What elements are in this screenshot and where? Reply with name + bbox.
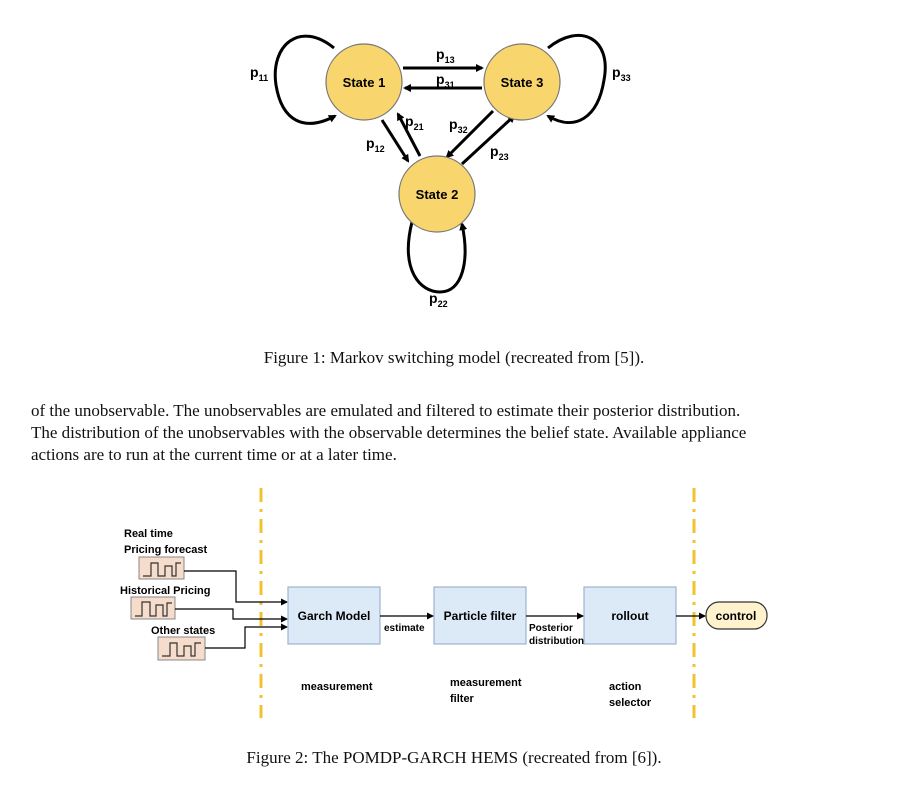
particle-filter-label: Particle filter	[444, 609, 517, 623]
edge-label-posterior-2: distribution	[529, 636, 584, 647]
edge-label-posterior-1: Posterior	[529, 623, 573, 634]
connector-historical	[175, 608, 288, 623]
connector-realtime	[184, 570, 288, 606]
label-p23: p23	[490, 143, 509, 162]
label-p31: p31	[436, 71, 455, 90]
label-p13: p13	[436, 46, 455, 65]
state-2-label: State 2	[416, 187, 459, 202]
stage-action-line2: selector	[609, 697, 652, 709]
input-other-label: Other states	[151, 625, 215, 637]
body-paragraph: of the unobservable. The unobservables a…	[31, 400, 861, 466]
edge-label-estimate: estimate	[384, 623, 425, 634]
control-node: control	[705, 601, 768, 630]
label-p12: p12	[366, 135, 385, 154]
input-realtime-line2: Pricing forecast	[124, 544, 207, 556]
label-p22: p22	[429, 290, 448, 309]
garch-model-label: Garch Model	[298, 609, 371, 623]
edge-2-to-3	[460, 114, 516, 166]
figure-1-caption: Figure 1: Markov switching model (recrea…	[263, 348, 645, 367]
edge-3-to-2	[445, 109, 495, 159]
paragraph-line-1: of the unobservable. The unobservables a…	[31, 401, 741, 420]
other-states-icon	[157, 636, 206, 661]
rollout-label: rollout	[611, 609, 648, 623]
paragraph-line-3: actions are to run at the current time o…	[31, 445, 397, 464]
realtime-price-icon	[138, 556, 185, 580]
rollout-block: rollout	[583, 586, 677, 645]
historical-price-icon	[130, 596, 176, 620]
particle-filter-block: Particle filter	[433, 586, 527, 645]
figure-2-caption: Figure 2: The POMDP-GARCH HEMS (recreate…	[246, 748, 662, 767]
input-historical-label: Historical Pricing	[120, 585, 210, 597]
loop-p33	[546, 34, 607, 124]
stage-filter-line1: measurement	[450, 677, 522, 689]
label-p21: p21	[405, 113, 424, 132]
stage-action-line1: action	[609, 681, 642, 693]
edge-2-to-1	[396, 112, 422, 157]
markov-diagram: State 1 State 3 State 2 p11 p13 p31 p33 …	[250, 34, 631, 309]
stage-filter-line2: filter	[450, 693, 475, 705]
state-2-node: State 2	[398, 155, 476, 233]
state-3-label: State 3	[501, 75, 544, 90]
control-label: control	[716, 609, 757, 623]
loop-p22	[406, 221, 468, 294]
edge-1-to-2	[380, 119, 410, 163]
input-realtime-line1: Real time	[124, 528, 173, 540]
stage-measurement: measurement	[301, 681, 373, 693]
state-1-label: State 1	[343, 75, 386, 90]
garch-model-block: Garch Model	[287, 586, 381, 645]
state-1-node: State 1	[325, 43, 403, 121]
label-p11: p11	[250, 64, 268, 83]
state-3-node: State 3	[483, 43, 561, 121]
label-p32: p32	[449, 116, 468, 135]
loop-p11	[273, 34, 337, 125]
paragraph-line-2: The distribution of the unobservables wi…	[31, 423, 747, 442]
connector-other	[205, 623, 288, 649]
label-p33: p33	[612, 64, 631, 83]
